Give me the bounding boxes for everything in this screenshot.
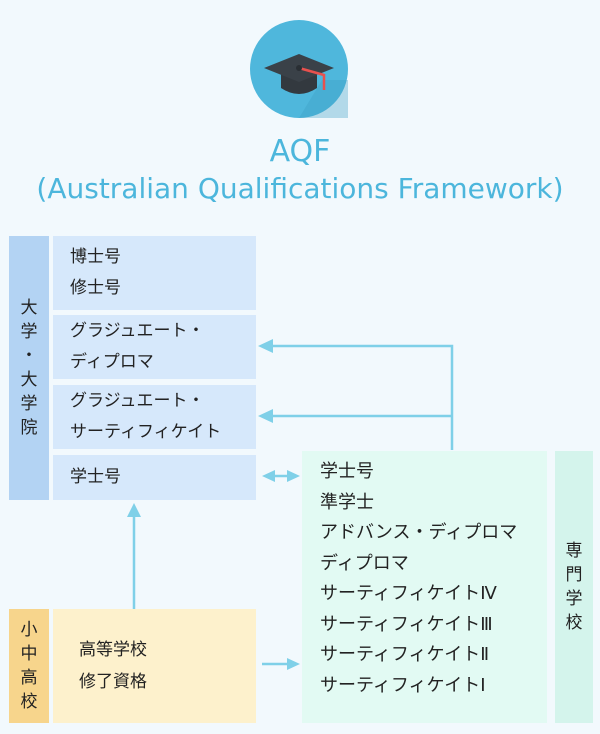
arrow-head	[127, 503, 141, 517]
high-school-line: 高等学校	[79, 640, 147, 660]
school-label-char: 中	[20, 644, 38, 664]
arrow-head	[287, 658, 300, 670]
vocational-item: ディプロマ	[320, 552, 409, 574]
bachelor-box: 学士号	[53, 455, 256, 500]
vocational-item: 学士号	[320, 461, 374, 482]
vocational-item: サーティフィケイトⅡ	[320, 644, 490, 665]
graduate-diploma-box: グラジュエート・ ディプロマ	[53, 315, 256, 379]
graduation-cap-icon	[264, 54, 348, 118]
university-label-char: ・	[20, 346, 38, 366]
school-label: 小 中 高 校	[9, 609, 49, 723]
vocational-item: サーティフィケイトⅠ	[320, 674, 486, 696]
vocational-item: 準学士	[320, 491, 374, 513]
doctor-degree: 博士号	[70, 247, 121, 267]
school-label-char: 校	[20, 692, 38, 712]
vocational-item: サーティフィケイトⅢ	[320, 613, 493, 635]
high-school-line: 修了資格	[79, 672, 147, 692]
graduate-certificate-line: グラジュエート・	[70, 391, 205, 411]
university-label-char: 大	[20, 370, 38, 390]
connector-line	[270, 344, 454, 450]
arrow-head	[262, 470, 275, 482]
vocational-item: アドバンス・ディプロマ	[320, 522, 518, 543]
arrow-head	[287, 470, 300, 482]
arrow-head	[258, 409, 273, 423]
vocational-label-char: 校	[565, 613, 583, 633]
title-sub: (Australian Qualifications Framework)	[36, 172, 564, 205]
graduate-diploma-line: ディプロマ	[70, 352, 154, 372]
vocational-label-char: 門	[565, 565, 583, 585]
graduate-certificate-box: グラジュエート・ サーティフィケイト	[53, 385, 256, 449]
graduate-certificate-line: サーティフィケイト	[70, 422, 222, 442]
vocational-label-char: 専	[565, 541, 583, 561]
bachelor-degree: 学士号	[70, 467, 121, 487]
arrow-head	[258, 339, 273, 353]
school-label-char: 小	[20, 620, 38, 640]
university-label: 大 学 ・ 大 学 院	[9, 236, 49, 500]
logo-circle	[250, 20, 348, 118]
university-label-char: 院	[20, 418, 38, 438]
vocational-label-char: 学	[565, 589, 583, 609]
doctor-master-box: 博士号 修士号	[53, 236, 256, 310]
university-label-char: 学	[20, 394, 38, 414]
vocational-item: サーティフィケイトⅣ	[320, 583, 497, 604]
graduate-diploma-line: グラジュエート・	[70, 321, 205, 341]
high-school-box: 高等学校 修了資格	[53, 609, 256, 723]
school-label-char: 高	[20, 668, 38, 688]
university-label-char: 大	[20, 298, 38, 318]
master-degree: 修士号	[70, 278, 121, 298]
title-main: AQF	[269, 134, 331, 169]
university-label-char: 学	[20, 322, 38, 342]
vocational-label: 専 門 学 校	[555, 451, 593, 723]
vocational-box: 学士号 準学士 アドバンス・ディプロマ ディプロマ サーティフィケイトⅣ サーテ…	[302, 451, 547, 723]
